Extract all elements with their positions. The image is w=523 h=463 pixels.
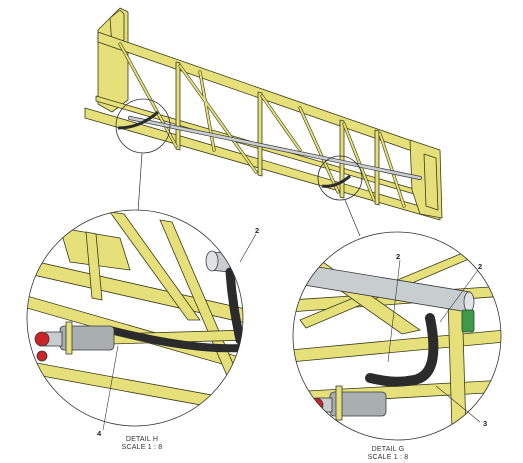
detail-h-hose-upper [225,267,243,345]
callout-leaders [102,233,481,431]
detail-h-view [26,209,244,427]
detail-h-valve [34,321,115,362]
callout-g-2-left: 2 [396,252,401,261]
detail-g-hose [365,313,439,387]
callout-h-2: 2 [255,226,260,235]
detail-g-marker [317,155,363,201]
detail-g-caption: DETAIL G SCALE 1 : 8 [358,446,418,462]
callout-g-3: 3 [483,419,488,428]
detail-g-valve [308,385,387,421]
overview-pipe [117,110,422,188]
detail-h-caption: DETAIL H SCALE 1 : 8 [112,436,172,452]
detail-h-scale: SCALE 1 : 8 [121,444,163,451]
callout-g-2-right: 2 [478,262,483,271]
detail-g-scale: SCALE 1 : 8 [367,454,409,461]
detail-g-clamp [461,309,475,333]
detail-h-hose-lower [106,326,243,353]
detail-g-leader [344,199,361,237]
detail-h-title: DETAIL H [125,436,159,443]
detail-g-view [292,231,502,441]
detail-g-title: DETAIL G [371,446,405,453]
boom-frame-overview [84,7,443,221]
detail-h-leader [137,152,143,213]
detail-h-marker [115,98,171,154]
callout-h-4: 4 [97,429,102,438]
